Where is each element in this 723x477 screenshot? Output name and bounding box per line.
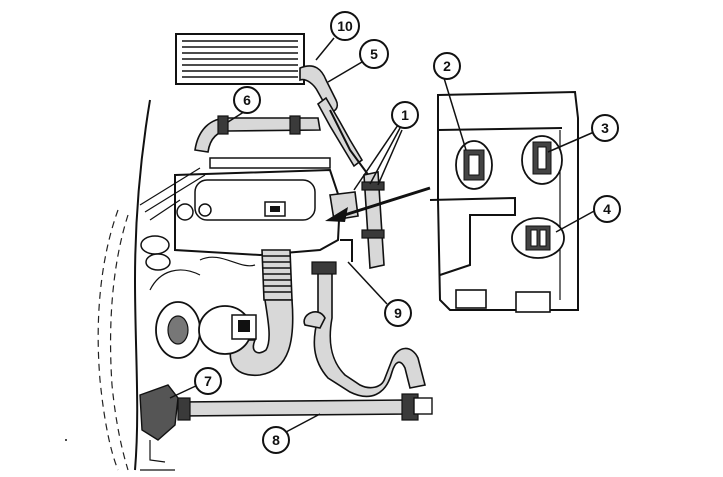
callout-3: 3 <box>591 114 619 142</box>
callout-10: 10 <box>330 11 360 41</box>
callout-leaders <box>169 37 597 433</box>
callout-4-label: 4 <box>603 201 611 217</box>
valve-7 <box>139 384 179 463</box>
radiator-grille <box>175 33 305 85</box>
callout-7-label: 7 <box>204 373 212 389</box>
callout-2: 2 <box>433 52 461 80</box>
lower-hose-8 <box>177 393 433 421</box>
sensor-3 <box>521 135 563 185</box>
fender-outline <box>97 99 175 471</box>
callout-8-label: 8 <box>272 432 280 448</box>
intake-hose <box>229 249 294 376</box>
callout-9-label: 9 <box>394 305 402 321</box>
callout-5-label: 5 <box>370 46 378 62</box>
upper-crossover-hose <box>194 115 321 153</box>
callout-3-label: 3 <box>601 120 609 136</box>
turbo-assembly <box>149 256 257 359</box>
sensor-4 <box>511 217 565 259</box>
callout-6-label: 6 <box>243 92 251 108</box>
speck <box>65 439 67 441</box>
callout-1-label: 1 <box>401 107 409 123</box>
callout-7: 7 <box>194 367 222 395</box>
lower-hose-9 <box>303 261 426 398</box>
callout-8: 8 <box>262 426 290 454</box>
callout-2-label: 2 <box>443 58 451 74</box>
callout-6: 6 <box>233 86 261 114</box>
callout-9: 9 <box>384 299 412 327</box>
sensor-2 <box>455 140 493 190</box>
callout-1: 1 <box>391 101 419 129</box>
sensor-detail-inset <box>429 90 579 313</box>
engine-block <box>139 157 342 271</box>
callout-10-label: 10 <box>337 18 353 34</box>
detail-pointer-arrow <box>325 186 431 222</box>
callout-5: 5 <box>359 39 389 69</box>
callout-4: 4 <box>593 195 621 223</box>
